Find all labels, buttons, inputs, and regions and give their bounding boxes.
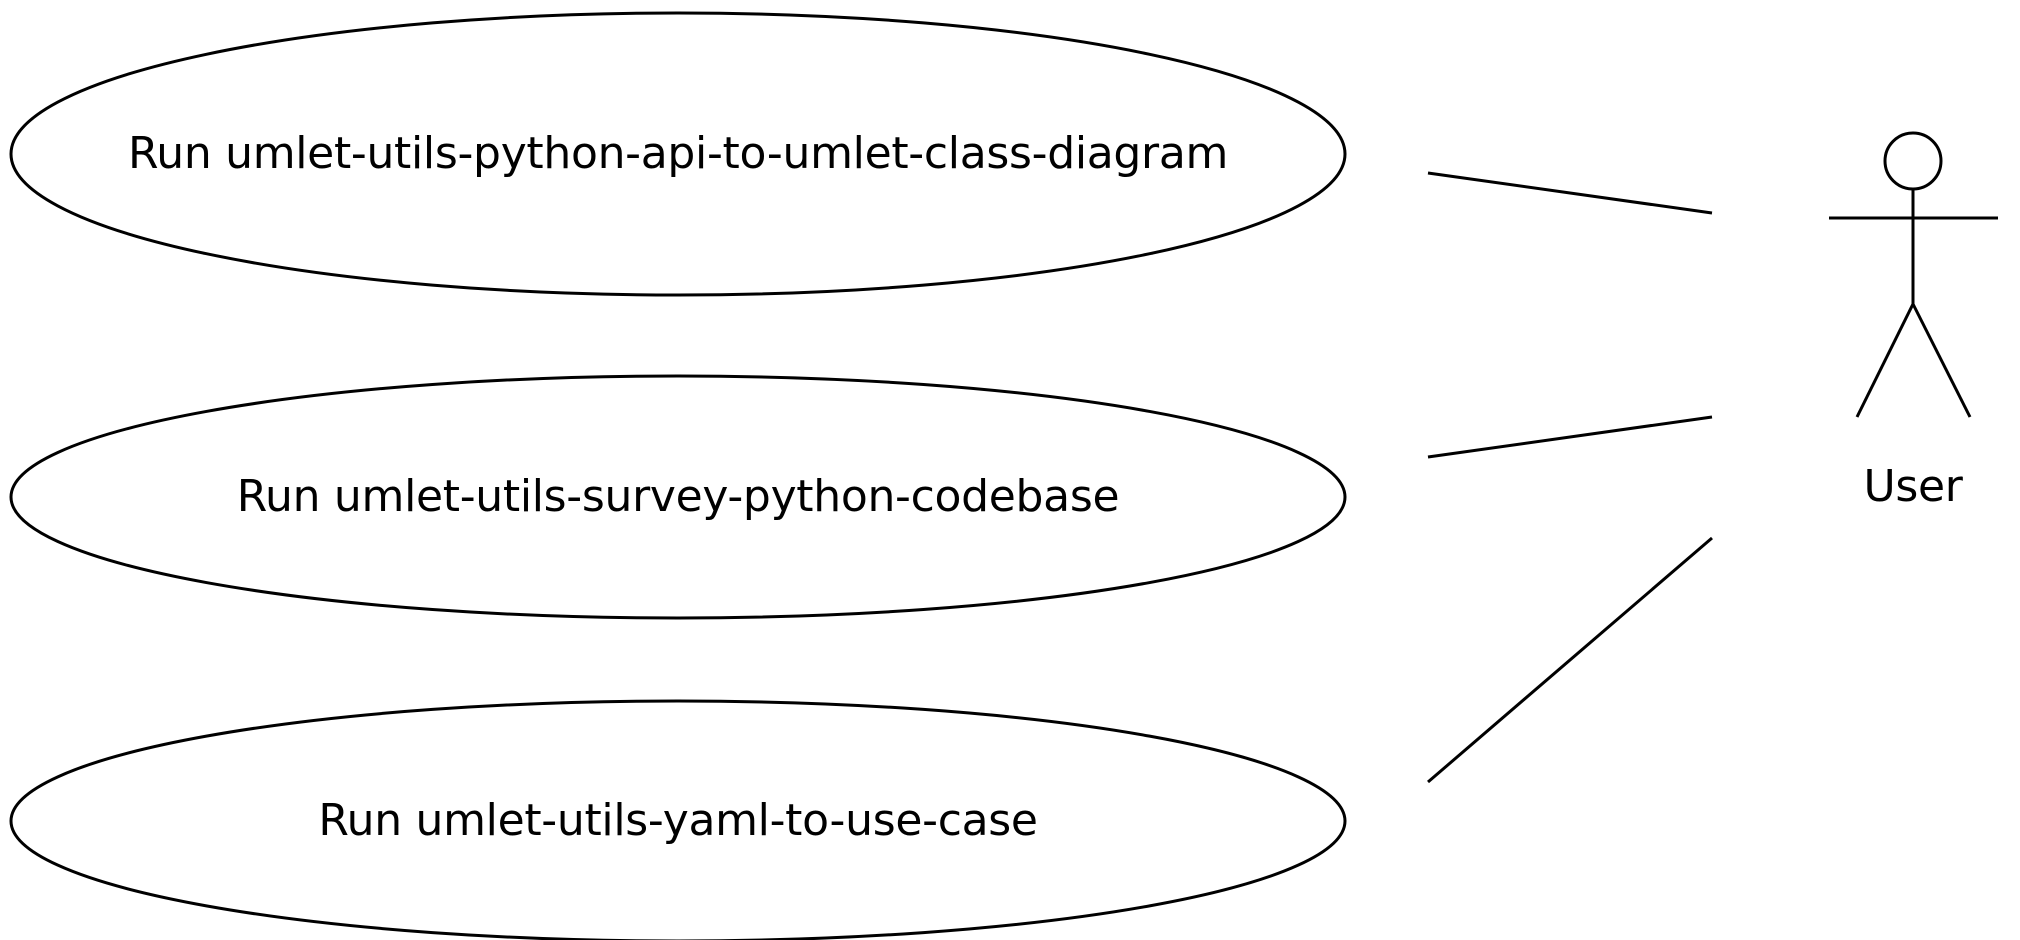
use-case-ellipse-3[interactable] (9, 699, 1347, 940)
use-case-ellipse-2[interactable] (9, 374, 1347, 620)
actor-left-leg (1855, 303, 1915, 418)
use-case-ellipse-1[interactable] (9, 11, 1347, 297)
use-case-label-2: Run umlet-utils-survey-python-codebase (236, 471, 1120, 522)
association-line-3 (1427, 536, 1713, 784)
association-line-2 (1427, 415, 1713, 459)
actor-figure[interactable] (1829, 131, 1998, 418)
actor-label: User (1863, 461, 1963, 512)
use-case-label-1: Run umlet-utils-python-api-to-umlet-clas… (127, 128, 1229, 179)
actor-head (1883, 131, 1943, 191)
association-line-1 (1427, 171, 1713, 215)
use-case-label-3: Run umlet-utils-yaml-to-use-case (318, 795, 1038, 846)
actor-right-leg (1911, 303, 1972, 418)
